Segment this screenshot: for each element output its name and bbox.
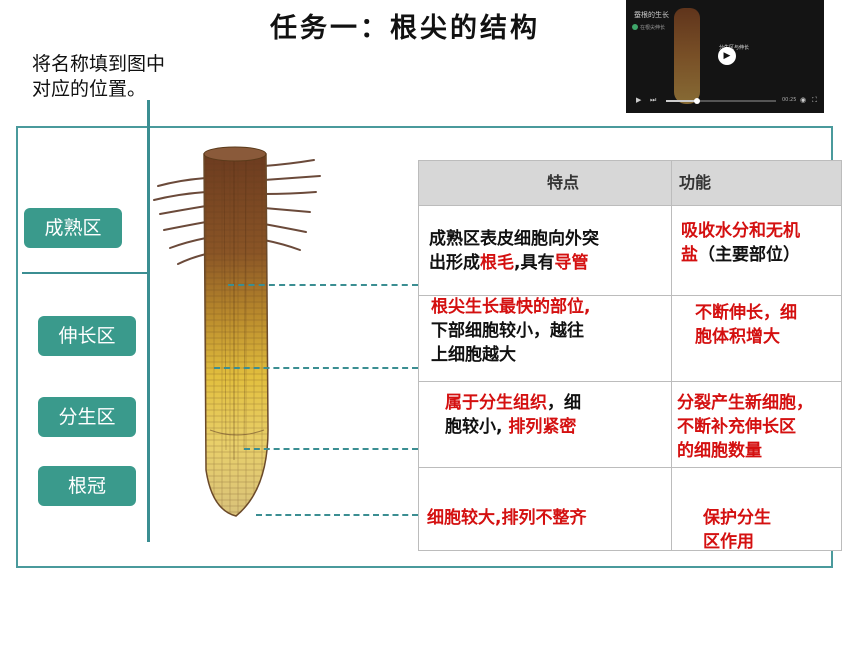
- zone-label-root-cap[interactable]: 根冠: [38, 466, 136, 506]
- zone-label-maturation[interactable]: 成熟区: [24, 208, 122, 248]
- page-title: 任务一：根尖的结构: [270, 13, 540, 44]
- row-meristem-feature: 属于分生组织，细 胞较小, 排列紧密: [445, 393, 581, 437]
- row-elongation-function: 不断伸长，细 胞体积增大: [695, 303, 797, 347]
- row-root-cap-function: 保护分生 区作用: [703, 508, 771, 552]
- row-maturation-function: 吸收水分和无机 盐（主要部位）: [681, 221, 800, 265]
- pointer-line-root-cap: [256, 514, 418, 516]
- fullscreen-icon[interactable]: ⛶: [812, 96, 817, 104]
- header-function: 功能: [679, 173, 712, 192]
- row-divider: [419, 381, 841, 382]
- row-divider: [419, 205, 841, 206]
- video-overlay-label: 分生区与伸长: [719, 45, 750, 51]
- column-divider: [671, 161, 672, 550]
- structure-table: 特点 功能 成熟区表皮细胞向外突 出形成根毛,具有导管 吸收水分和无机 盐（主要…: [418, 160, 842, 552]
- video-root-frame: [674, 8, 700, 104]
- label-divider-vertical: [147, 100, 150, 542]
- video-title: 蚕根的生长: [634, 11, 669, 19]
- video-player[interactable]: 蚕根的生长 在根尖伸长 分生区与伸长 ▶ ▶ ⏭ 00:25 ◉ ⛶: [626, 0, 824, 113]
- zone-label-elongation[interactable]: 伸长区: [38, 316, 136, 356]
- row-divider: [419, 467, 841, 468]
- row-meristem-function: 分裂产生新细胞， 不断补充伸长区 的细胞数量: [677, 393, 813, 461]
- instruction-text: 将名称填到图中 对应的位置。: [32, 52, 207, 102]
- pointer-line-meristem: [244, 448, 418, 450]
- play-icon[interactable]: ▶: [718, 47, 736, 65]
- label-divider-horizontal: [22, 272, 150, 274]
- progress-knob[interactable]: [694, 98, 700, 104]
- channel-dot-icon: [632, 24, 638, 30]
- row-root-cap-feature: 细胞较大,排列不整齐: [427, 508, 587, 528]
- video-subtitle: 在根尖伸长: [640, 25, 666, 31]
- video-controls: ▶ ⏭ 00:25 ◉ ⛶: [636, 96, 817, 106]
- pointer-line-maturation: [228, 284, 418, 286]
- volume-icon[interactable]: ◉: [800, 96, 807, 104]
- play-small-icon[interactable]: ▶: [636, 96, 642, 104]
- row-divider: [419, 295, 841, 296]
- instruction-line-1: 将名称填到图中: [32, 53, 166, 75]
- zone-label-meristem[interactable]: 分生区: [38, 397, 136, 437]
- root-tip-illustration: [153, 146, 321, 517]
- pointer-line-elongation: [214, 367, 418, 369]
- table-header: [419, 161, 841, 205]
- progress-track[interactable]: [666, 100, 776, 102]
- row-maturation-feature: 成熟区表皮细胞向外突 出形成根毛,具有导管: [429, 229, 599, 273]
- instruction-line-2: 对应的位置。: [32, 78, 147, 100]
- row-elongation-feature: 根尖生长最快的部位, 下部细胞较小，越往 上细胞越大: [431, 297, 591, 365]
- video-time: 00:25: [782, 97, 797, 103]
- header-feature: 特点: [547, 173, 580, 192]
- next-icon[interactable]: ⏭: [650, 96, 657, 104]
- progress-fill: [666, 100, 696, 102]
